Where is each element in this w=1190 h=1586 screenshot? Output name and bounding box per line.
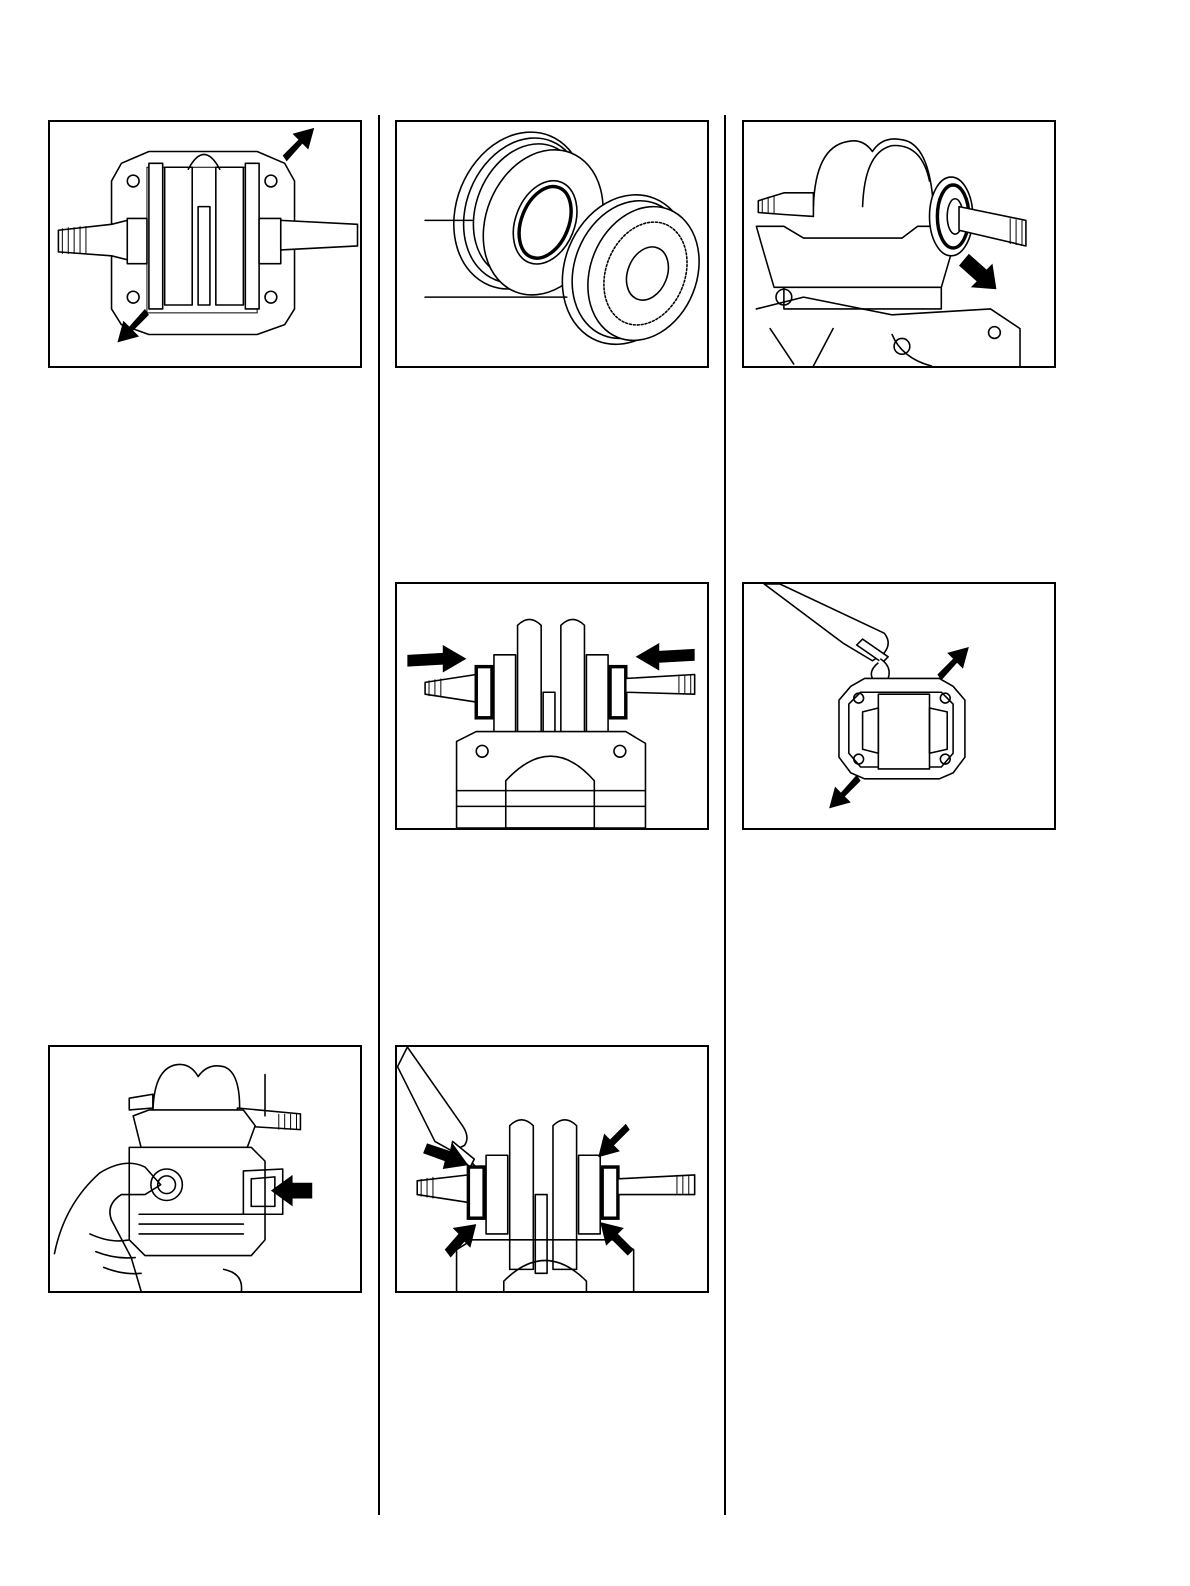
oil-seals-drawing — [397, 122, 707, 366]
arrow-bottom-left — [829, 775, 860, 808]
seal-on-crankcase-drawing — [744, 122, 1054, 366]
arrow-lower-left — [445, 1224, 476, 1257]
cylinder-in-hand-drawing — [50, 1047, 360, 1291]
crankshaft-gasket-drawing — [50, 122, 360, 366]
arrow-lower-right — [600, 1222, 633, 1255]
figure-bearings-on-crankcase — [395, 582, 709, 830]
arrow-right-bearing — [636, 643, 695, 671]
figure-cylinder-in-hand — [48, 1045, 362, 1293]
arrow-upper-right — [598, 1124, 629, 1157]
figure-sealant-on-gasket — [742, 582, 1056, 830]
bearings-on-crankcase-drawing — [397, 584, 707, 828]
arrow-top-right — [937, 647, 968, 680]
arrow-top-right — [283, 128, 314, 161]
sealant-on-gasket-drawing — [744, 584, 1054, 828]
arrow-left — [271, 1175, 312, 1206]
column-divider-left — [378, 115, 380, 1515]
arrow-right — [959, 254, 996, 289]
arrow-bottom-left — [117, 309, 148, 342]
figure-seal-on-crankcase — [742, 120, 1056, 368]
column-divider-right — [724, 115, 726, 1515]
sealant-on-seals-drawing — [397, 1047, 707, 1291]
figure-crankshaft-gasket — [48, 120, 362, 368]
figure-sealant-on-seals — [395, 1045, 709, 1293]
figure-oil-seals — [395, 120, 709, 368]
arrow-left-bearing — [407, 645, 466, 673]
